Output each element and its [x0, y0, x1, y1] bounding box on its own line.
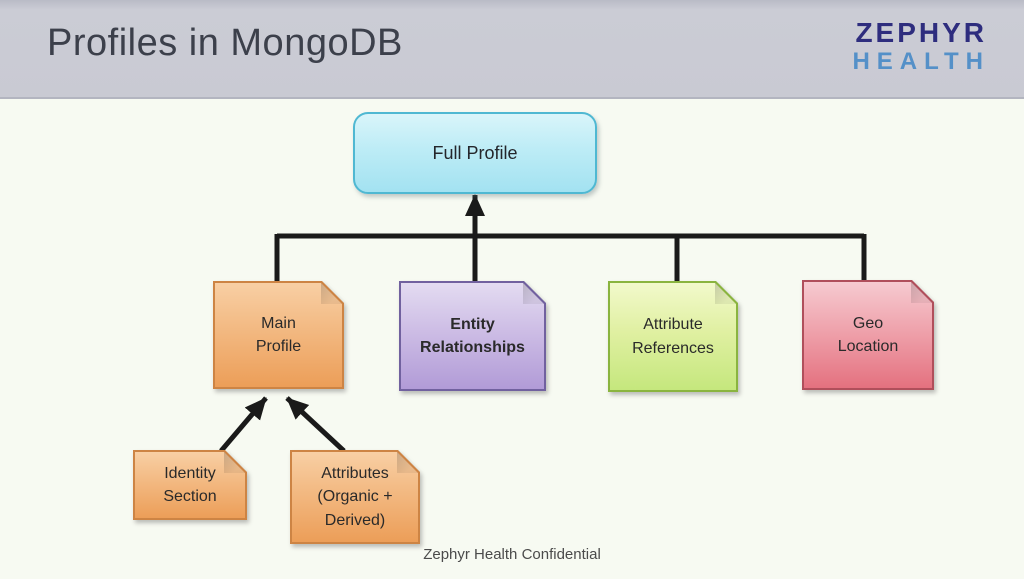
note-fill [135, 452, 245, 518]
zephyr-health-logo: ZEPHYR HEALTH [852, 18, 990, 75]
note-fill [401, 283, 544, 389]
node-attributes-organic-derived: Attributes (Organic + Derived) [290, 450, 420, 544]
note-fill [804, 282, 932, 388]
node-identity-section: Identity Section [133, 450, 247, 520]
diagram-canvas: Full Profile Main Profile Entity Relatio… [0, 99, 1024, 579]
node-label: Identity Section [163, 464, 217, 505]
node-attribute-references: Attribute References [608, 281, 738, 392]
node-label: Full Profile [432, 142, 518, 163]
node-label: Geo Location [837, 314, 899, 355]
note-fill [610, 283, 736, 390]
note-fill [292, 452, 418, 542]
node-label: Attribute References [632, 316, 714, 357]
confidential-footer: Zephyr Health Confidential [423, 546, 601, 563]
logo-text-zephyr: ZEPHYR [855, 17, 988, 48]
note-fill [215, 283, 342, 387]
node-geo-location: Geo Location [802, 280, 934, 390]
node-label: Entity Relationships [420, 315, 525, 356]
node-full-profile: Full Profile [353, 112, 597, 194]
node-entity-relationships: Entity Relationships [399, 281, 546, 391]
node-main-profile: Main Profile [213, 281, 344, 389]
slide-title: Profiles in MongoDB [47, 22, 403, 64]
logo-text-health: HEALTH [852, 48, 990, 76]
node-label: Main Profile [255, 314, 302, 355]
slide-header: Profiles in MongoDB ZEPHYR HEALTH [0, 0, 1024, 99]
node-label: Attributes (Organic + Derived) [317, 465, 393, 529]
